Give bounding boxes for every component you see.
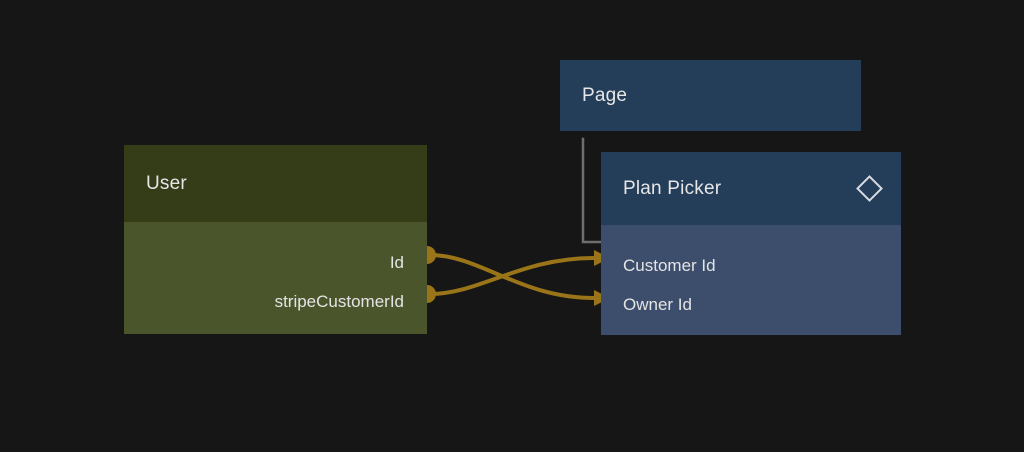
diamond-icon bbox=[856, 175, 883, 202]
node-plan-picker[interactable]: Plan Picker Customer Id Owner Id bbox=[601, 152, 901, 335]
field-label-owner-id: Owner Id bbox=[623, 294, 692, 314]
node-user-fields: Id stripeCustomerId bbox=[124, 222, 427, 334]
node-user[interactable]: User Id stripeCustomerId bbox=[124, 145, 427, 334]
node-page[interactable]: Page bbox=[560, 60, 861, 131]
node-plan-picker-title: Plan Picker bbox=[623, 177, 722, 199]
field-label-stripecustomerid: stripeCustomerId bbox=[274, 291, 404, 311]
node-plan-picker-header[interactable]: Plan Picker bbox=[601, 152, 901, 225]
node-plan-picker-fields: Customer Id Owner Id bbox=[601, 225, 901, 335]
field-row-stripecustomerid[interactable]: stripeCustomerId bbox=[124, 282, 427, 321]
node-page-header[interactable]: Page bbox=[560, 60, 861, 131]
node-page-title: Page bbox=[582, 84, 628, 106]
field-label-id: Id bbox=[389, 252, 404, 272]
field-row-id[interactable]: Id bbox=[124, 243, 427, 282]
field-row-customer-id[interactable]: Customer Id bbox=[601, 246, 901, 285]
containment-bracket bbox=[581, 137, 603, 244]
edge-id-to-owner-id[interactable] bbox=[418, 246, 610, 306]
field-row-owner-id[interactable]: Owner Id bbox=[601, 285, 901, 324]
field-label-customer-id: Customer Id bbox=[623, 255, 716, 275]
node-user-header[interactable]: User bbox=[124, 145, 427, 222]
node-user-title: User bbox=[146, 172, 187, 194]
edge-stripecustomerid-to-customer-id[interactable] bbox=[418, 250, 610, 303]
